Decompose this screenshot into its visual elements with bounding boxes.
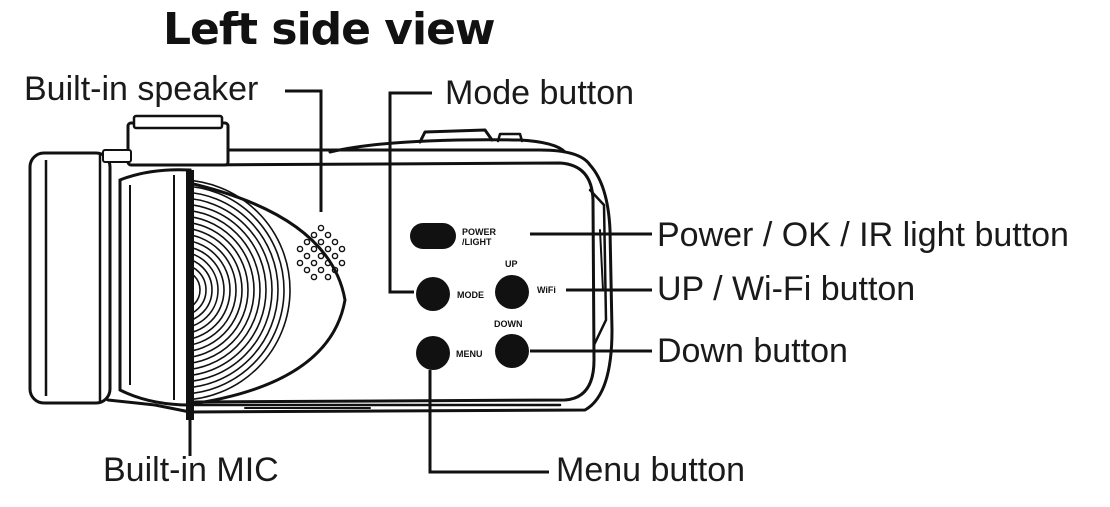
callout-down-button: Down button: [657, 332, 848, 370]
power-label-line1: POWER: [462, 227, 497, 237]
speaker-grille: [296, 224, 346, 281]
power-button: [410, 223, 456, 249]
menu-button: [416, 336, 450, 370]
leader-menu: [428, 370, 549, 474]
down-label: DOWN: [494, 319, 523, 329]
power-label-line2: /LIGHT: [462, 237, 492, 247]
callout-up-wifi-button: UP / Wi-Fi button: [657, 270, 916, 308]
callout-mode-button: Mode button: [445, 74, 635, 112]
lens-rings: [184, 179, 347, 407]
leader-mode: [388, 91, 432, 294]
callout-built-in-speaker: Built-in speaker: [24, 70, 259, 108]
lens-barrel: [28, 151, 112, 405]
leader-speaker: [285, 89, 323, 212]
up-label: UP: [505, 259, 518, 269]
callout-built-in-mic: Built-in MIC: [103, 451, 279, 489]
mic-strip: [186, 170, 194, 420]
diagram-title: Left side view: [163, 4, 496, 55]
wifi-label: WiFi: [537, 285, 556, 295]
down-button: [495, 334, 529, 368]
up-button: [495, 275, 529, 309]
side-panel-outline: [193, 161, 596, 404]
menu-label: MENU: [456, 349, 483, 359]
callout-menu-button: Menu button: [556, 451, 746, 489]
lcd-hinge: [118, 168, 192, 407]
callout-power-ok-ir-button: Power / OK / IR light button: [657, 216, 1069, 254]
mode-button: [416, 277, 450, 311]
top-hot-shoe: [102, 114, 230, 167]
mode-label: MODE: [457, 290, 484, 300]
